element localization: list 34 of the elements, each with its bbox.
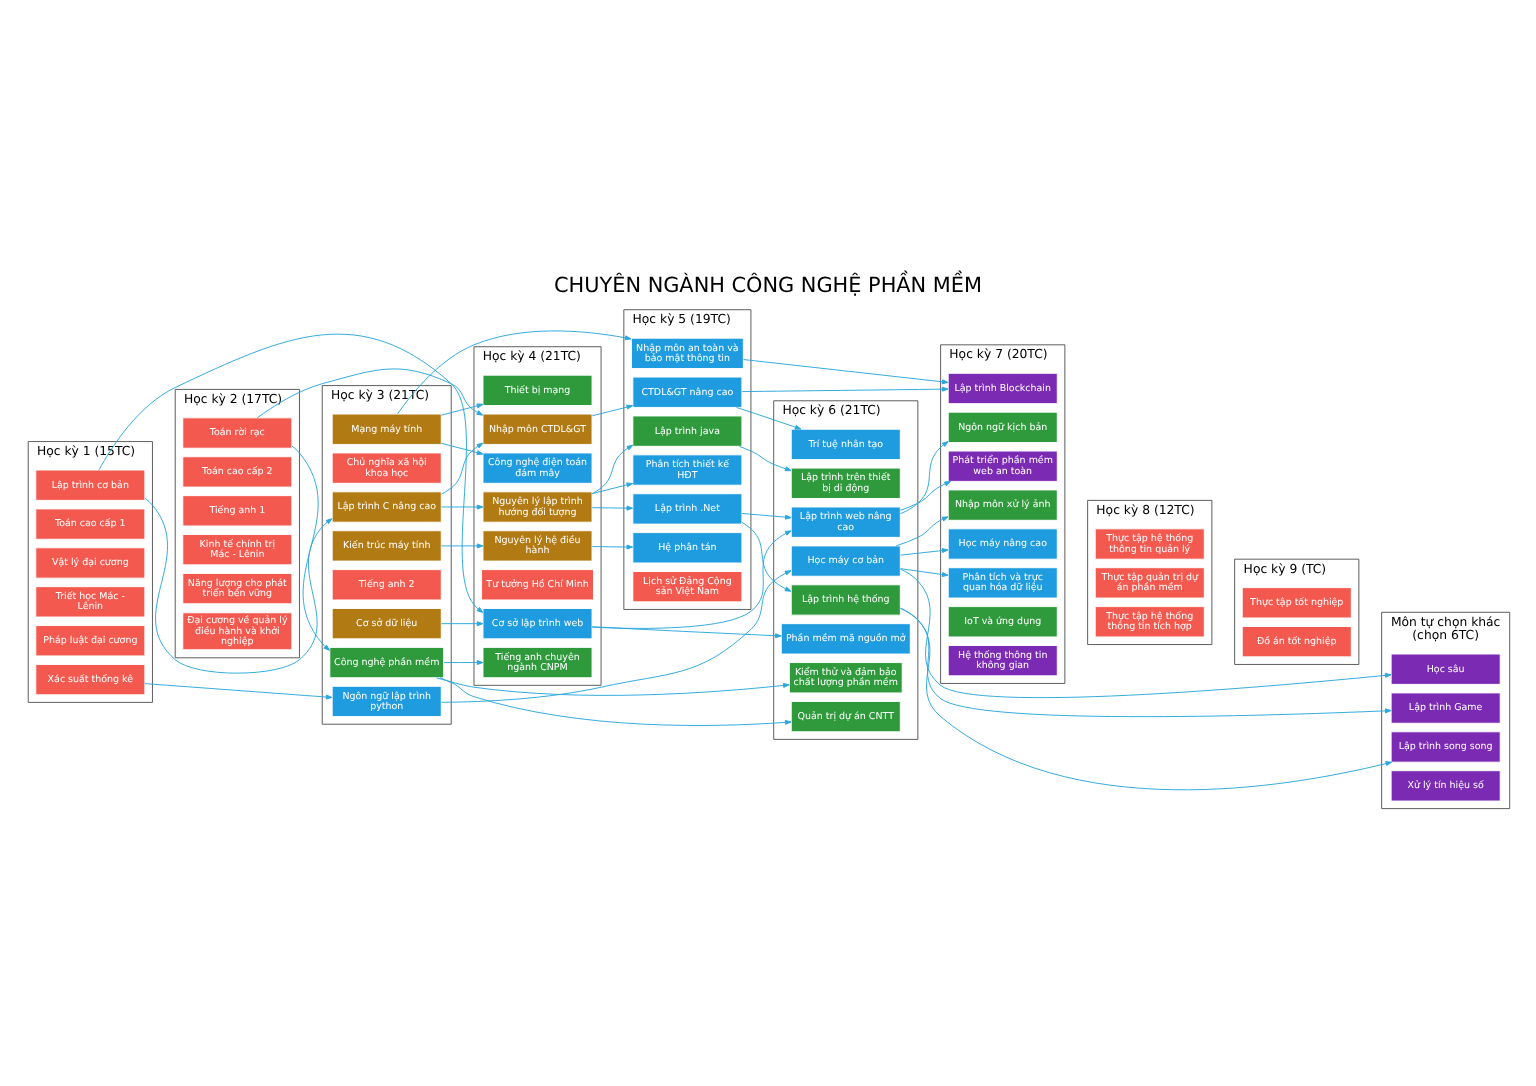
arrow [397, 329, 632, 414]
arrow [443, 659, 484, 665]
arrow [591, 625, 782, 638]
arrow [144, 496, 333, 673]
arrow [441, 441, 484, 494]
arrow [436, 676, 790, 695]
arrow [591, 403, 634, 416]
arrow [591, 529, 792, 628]
arrow [741, 512, 792, 519]
arrow [256, 367, 484, 418]
arrow [98, 332, 484, 612]
arrow [741, 385, 949, 392]
arrow [591, 504, 634, 510]
arrow [591, 543, 634, 549]
arrow [741, 520, 792, 591]
arrow [899, 480, 951, 510]
arrow [440, 620, 484, 626]
arrow [440, 441, 484, 455]
arrow [895, 515, 949, 546]
arrow [291, 444, 331, 650]
arrow [743, 358, 949, 384]
arrow [440, 402, 484, 415]
arrow [900, 547, 949, 555]
arrow [739, 444, 792, 471]
arrow [439, 676, 792, 725]
arrow [591, 443, 634, 494]
arrow [899, 440, 949, 514]
arrow [900, 567, 949, 576]
diagram-title: CHUYÊN NGÀNH CÔNG NGHỆ PHẦN MỀM [554, 273, 982, 298]
arrow [736, 406, 802, 429]
arrow [144, 682, 333, 699]
arrow [591, 481, 634, 494]
arrow [440, 503, 484, 509]
arrow [440, 542, 484, 548]
